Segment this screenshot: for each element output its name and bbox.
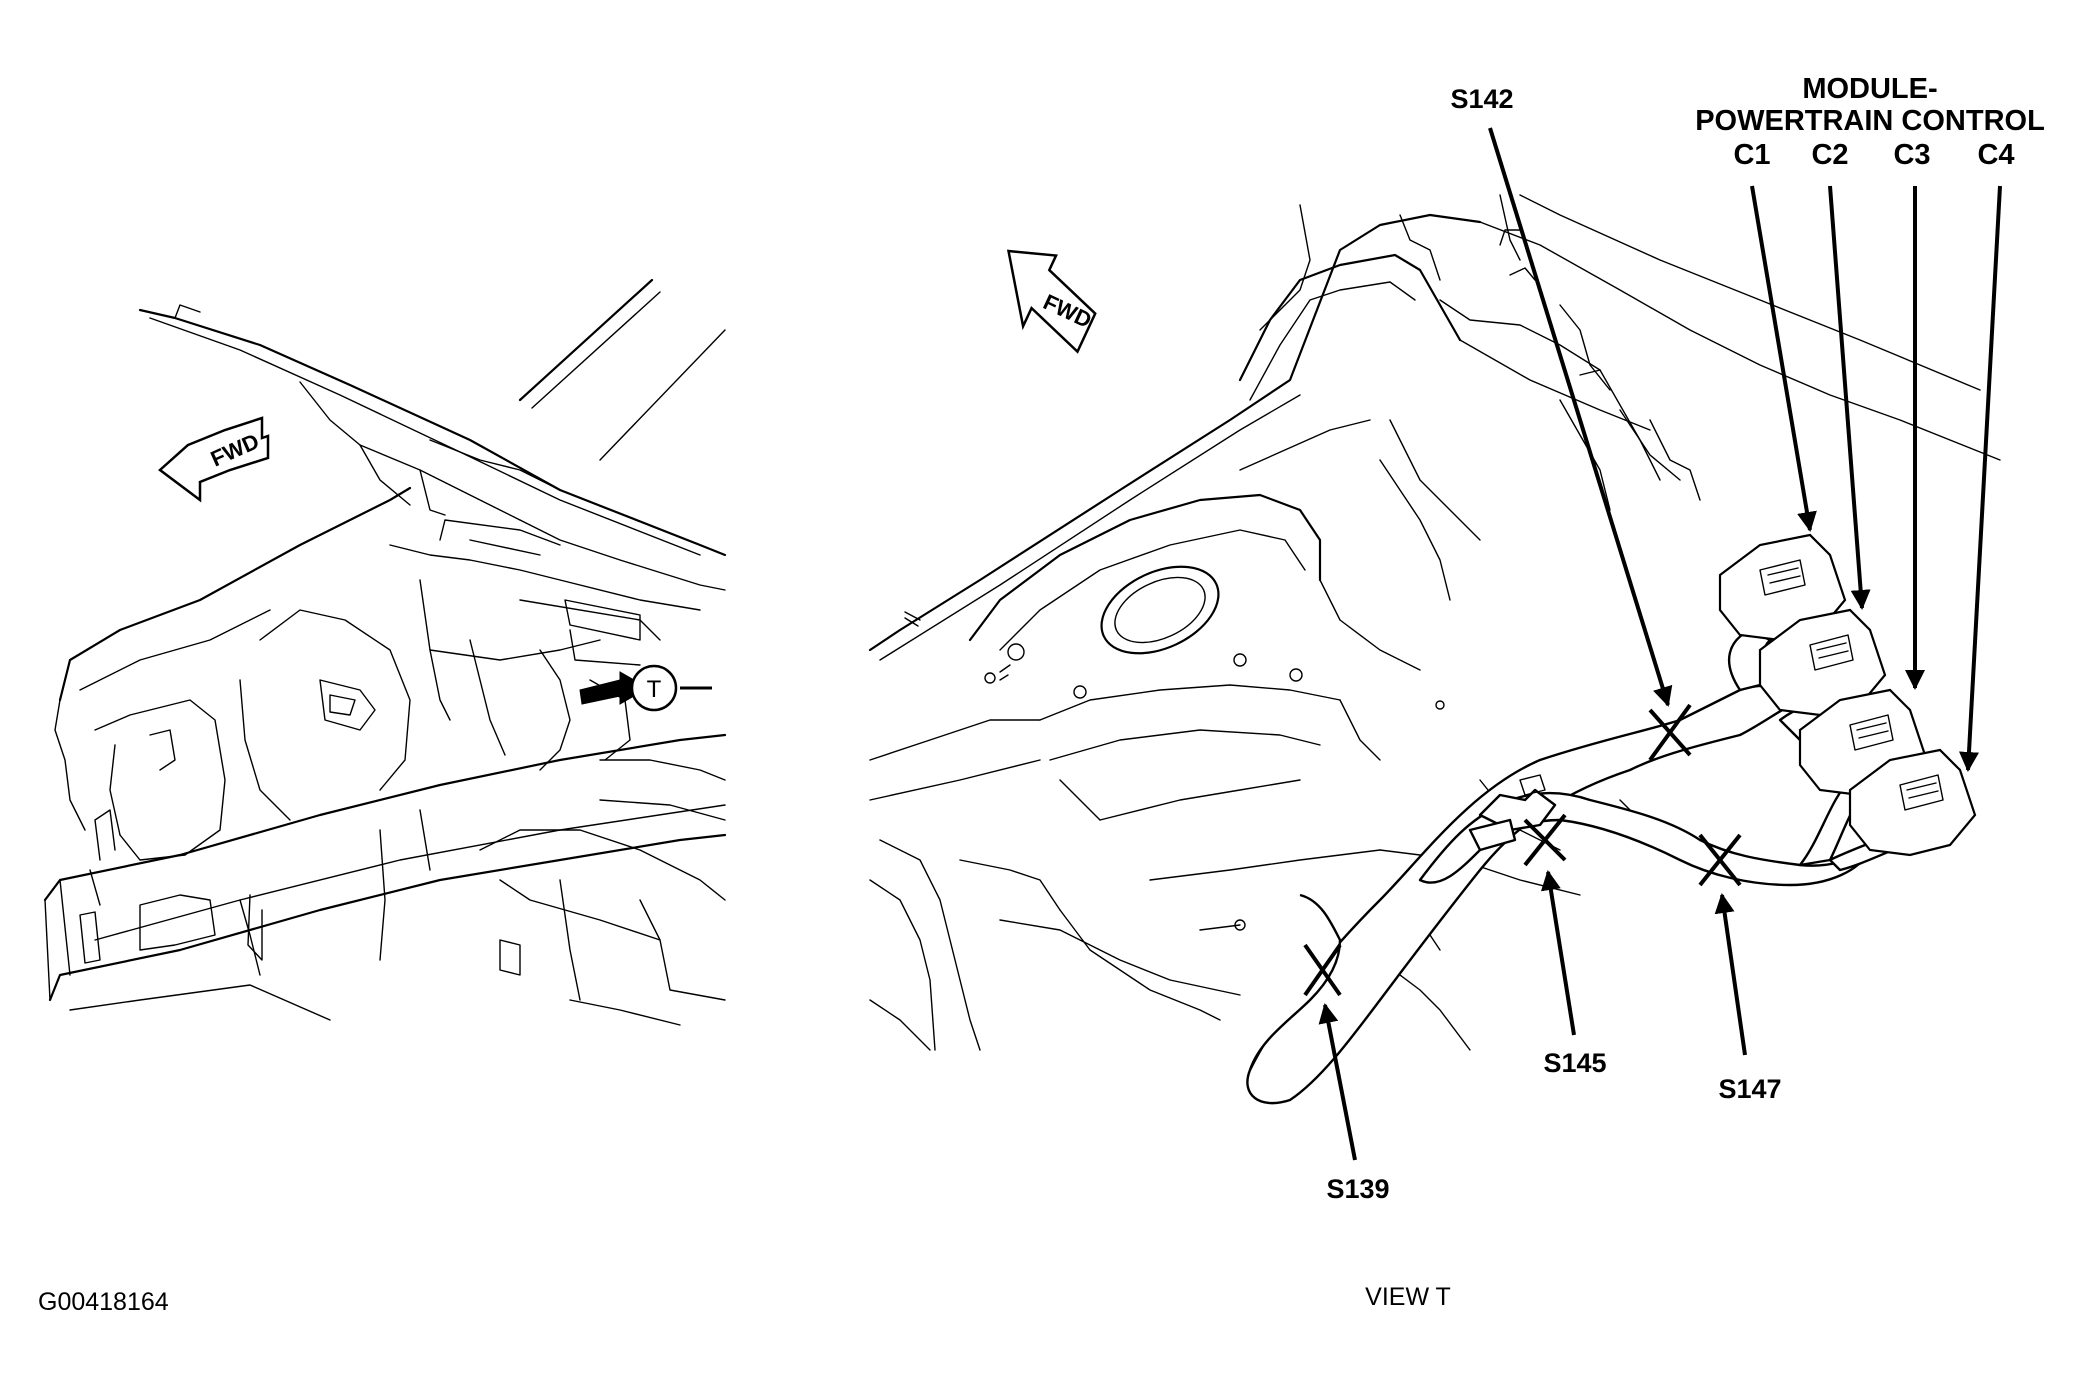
splice-label-s145: S145	[1543, 1048, 1606, 1078]
wiring-harness	[1246, 628, 1907, 1105]
connector-label-c2: C2	[1811, 139, 1848, 171]
module-label-line1: MODULE-	[1802, 73, 1937, 105]
connector-label-c3: C3	[1893, 139, 1930, 171]
vehicle-overview-illustration	[43, 278, 727, 1026]
splice-mark-s145	[1523, 813, 1567, 867]
fwd-arrow-icon: FWD	[158, 416, 270, 503]
splice-mark-s142	[1648, 703, 1692, 762]
splice-mark-s147	[1698, 833, 1742, 887]
view-t-locator-callout: T	[630, 664, 678, 712]
splice-mark-s139	[1303, 943, 1342, 997]
locator-letter: T	[647, 676, 662, 703]
splice-label-s147: S147	[1718, 1074, 1781, 1104]
connector-label-c4: C4	[1977, 139, 2014, 171]
view-label: VIEW T	[1365, 1283, 1451, 1311]
splice-label-s139: S139	[1326, 1174, 1389, 1204]
view-t-detail-illustration	[868, 194, 2001, 1051]
pcm-connector-c2	[1758, 608, 1887, 717]
splice-label-s142: S142	[1450, 84, 1513, 114]
leader-lines	[1318, 127, 2002, 1161]
module-label-line2: POWERTRAIN CONTROL	[1695, 105, 2045, 137]
pcm-connector-c4	[1848, 748, 1977, 857]
connector-label-c1: C1	[1733, 139, 1770, 171]
figure-id: G00418164	[38, 1288, 169, 1316]
fwd-arrow-icon-view-t: FWD	[1006, 249, 1097, 354]
